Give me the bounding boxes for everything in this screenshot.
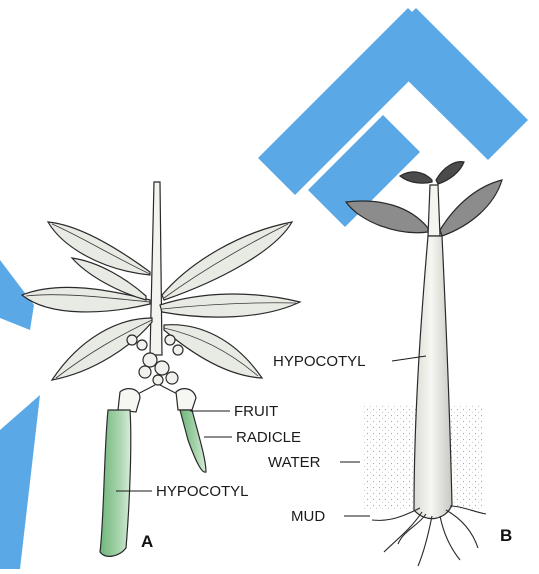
radicle-right xyxy=(180,410,206,472)
panel-a-drawing xyxy=(22,182,300,556)
label-fruit: FRUIT xyxy=(234,404,278,419)
label-water: WATER xyxy=(268,455,321,470)
label-hypocotyl-b: HYPOCOTYL xyxy=(273,354,366,369)
label-radicle: RADICLE xyxy=(236,430,301,445)
leaf-b-top-right xyxy=(436,162,464,184)
panel-b-letter: B xyxy=(500,527,512,544)
label-mud: MUD xyxy=(291,509,325,524)
hypocotyl-b xyxy=(414,236,452,519)
panel-a-letter: A xyxy=(141,533,153,550)
leaf-b-right xyxy=(440,180,502,236)
shoot-spike xyxy=(150,182,162,355)
fruit-left xyxy=(118,389,140,412)
leaf-right-upper xyxy=(162,222,292,300)
panel-a-leaders xyxy=(116,411,232,491)
fruit-right xyxy=(176,389,196,410)
label-hypocotyl-a: HYPOCOTYL xyxy=(156,484,249,499)
leaf-b-top-left xyxy=(400,172,432,183)
leaf-b-left xyxy=(346,201,428,233)
hypocotyl-left xyxy=(100,410,131,556)
leaf-right-mid xyxy=(160,294,300,317)
stem-b xyxy=(428,185,440,236)
